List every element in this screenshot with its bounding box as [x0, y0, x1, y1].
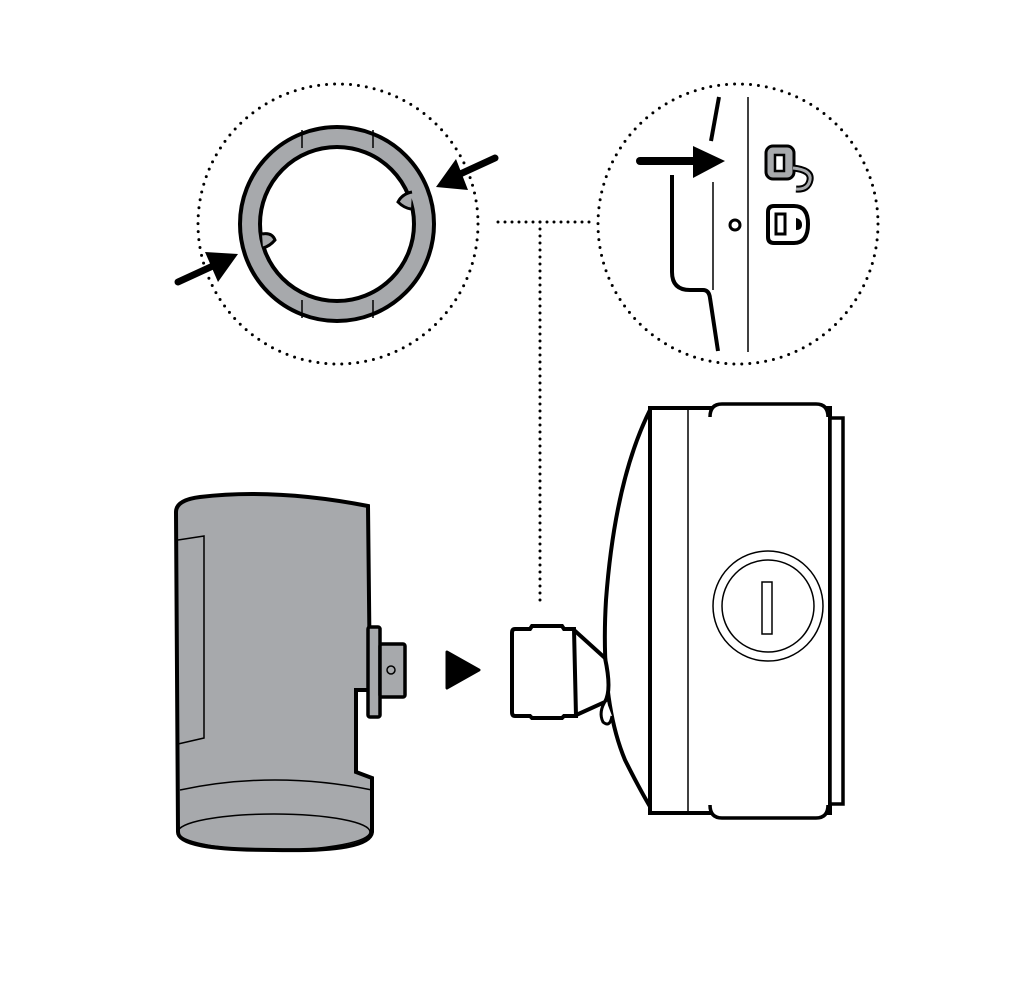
mounting-ring [238, 125, 436, 323]
junction-box [602, 402, 845, 820]
arrow-icon [636, 146, 725, 178]
lock-detail-callout [596, 82, 880, 366]
unlock-icon [764, 144, 814, 193]
ring-detail-callout [174, 82, 499, 366]
play-arrow-icon [445, 650, 481, 690]
camera-body [173, 492, 407, 853]
lock-icon [766, 204, 811, 245]
connector-adapter [510, 624, 614, 726]
arrow-icon [174, 252, 238, 286]
callout-leader [496, 220, 594, 606]
arrow-icon [436, 154, 499, 190]
